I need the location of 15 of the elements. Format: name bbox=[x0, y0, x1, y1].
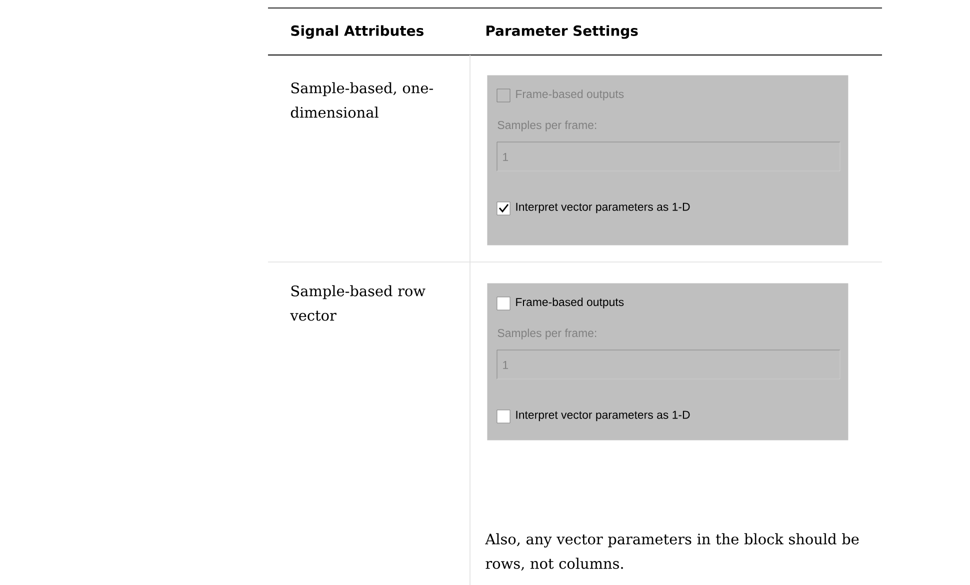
input-field: 1 bbox=[496, 142, 840, 172]
checkbox: Interpret vector parameters as 1-D bbox=[496, 410, 690, 424]
checkbox: Frame-based outputs bbox=[496, 296, 624, 310]
input-field: 1 bbox=[496, 350, 840, 380]
column-header: Signal Attributes bbox=[291, 25, 424, 39]
checkbox: Frame-based outputs bbox=[496, 88, 624, 102]
dialog-panel bbox=[487, 75, 848, 246]
field-label: Samples per frame: bbox=[498, 120, 596, 132]
row-label: Sample-based row vector bbox=[290, 285, 426, 321]
note-text: Also, any vector parameters in the block should be rows, not columns. bbox=[485, 533, 859, 571]
row-label: Sample-based, one-dimensional bbox=[290, 82, 433, 118]
checkbox: Interpret vector parameters as 1-D bbox=[496, 202, 690, 216]
dialog-panel bbox=[487, 283, 848, 440]
field-label: Samples per frame: bbox=[498, 328, 596, 340]
column-header: Parameter Settings bbox=[486, 25, 638, 39]
